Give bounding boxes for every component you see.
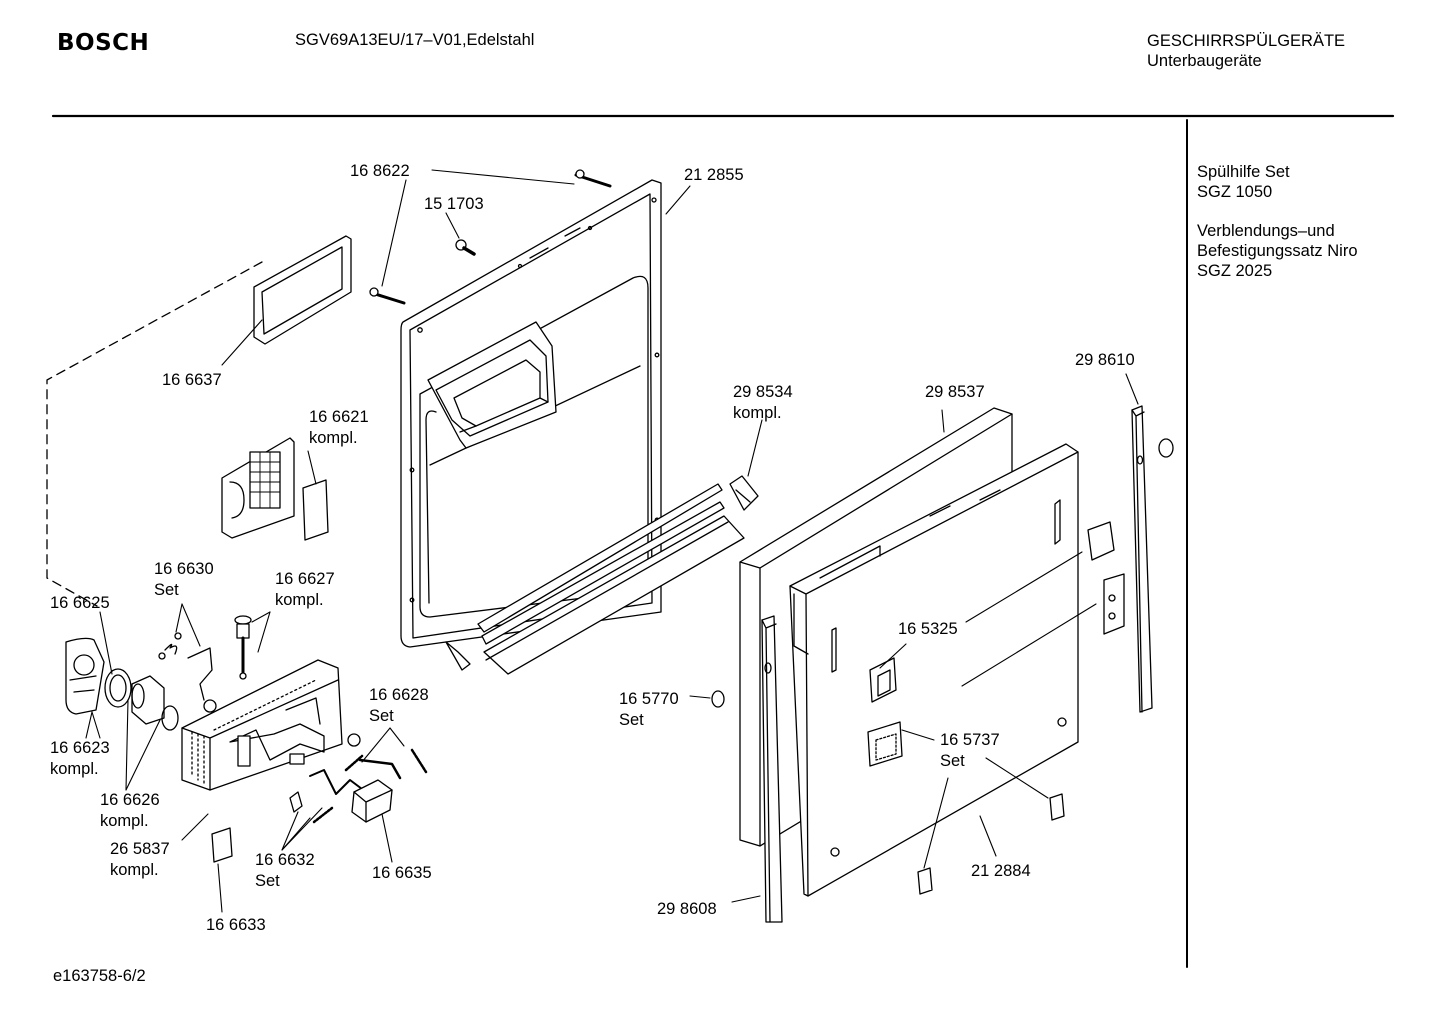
part-label-151703: 15 1703 [424,195,484,213]
part-label-165325: 16 5325 [898,620,958,638]
seal-ring-166623 [104,668,132,708]
category-title: GESCHIRRSPÜLGERÄTE [1147,32,1346,50]
accessory-line: Spülhilfe Set [1197,163,1290,181]
cylinder-166626 [131,675,179,731]
part-label-212855: 21 2855 [684,166,744,184]
seal-frame [253,235,352,345]
category-block: GESCHIRRSPÜLGERÄTE Unterbaugeräte [1147,31,1345,71]
foot-165737-b [1049,793,1065,821]
outer-door-212884 [789,443,1079,897]
handle-166625 [65,637,105,715]
screw-168622-a [574,169,612,188]
part-label-166625: 16 6625 [50,594,110,612]
brand-logo: BOSCH [57,30,150,56]
part-label-212884: 21 2884 [971,862,1031,880]
bracket-165325 [869,521,1115,703]
clip-166633 [211,827,233,863]
part-label-166633: 16 6633 [206,916,266,934]
part-label-298608: 29 8608 [657,900,717,918]
part-label-168622: 16 8622 [350,162,410,180]
side-strip-298608 [761,615,783,923]
dashed-assembly-line [46,261,263,607]
category-subtitle: Unterbaugeräte [1147,52,1262,70]
part-label-298537: 29 8537 [925,383,985,401]
accessory-line: Verblendungs–und [1197,222,1335,240]
accessory-line: SGZ 2025 [1197,262,1273,280]
side-strip-298610 [1131,405,1153,713]
channel-rails [445,483,745,675]
switch-166635 [351,779,393,823]
hinge-298534 [729,475,759,511]
dispenser-housing [181,659,343,791]
accessory-line: Befestigungssatz Niro [1197,242,1358,260]
pivot-set-166628 [347,733,428,780]
dosing-cover [221,437,329,541]
spring-166630 [158,632,217,713]
part-label-298610: 29 8610 [1075,351,1135,369]
model-number: SGV69A13EU/17–V01,Edelstahl [295,31,535,49]
foot-165737-a [917,867,933,895]
leader-lines [85,169,1139,913]
inner-door-panel [400,179,662,648]
spring-set-166632 [289,754,367,824]
screw-168622-b [369,287,406,305]
part-label-166637: 16 6637 [162,371,222,389]
knob-165770-b [1158,438,1174,458]
part-label-166635: 16 6635 [372,864,432,882]
bracket-165737 [867,573,1125,767]
screw-151703 [455,239,476,256]
accessory-list: Spülhilfe Set SGZ 1050 Verblendungs–und … [1197,162,1358,281]
diagram-code: e163758-6/2 [53,967,146,985]
knob-165770 [711,690,725,708]
valve-166627 [234,615,252,680]
accessory-line: SGZ 1050 [1197,183,1273,201]
